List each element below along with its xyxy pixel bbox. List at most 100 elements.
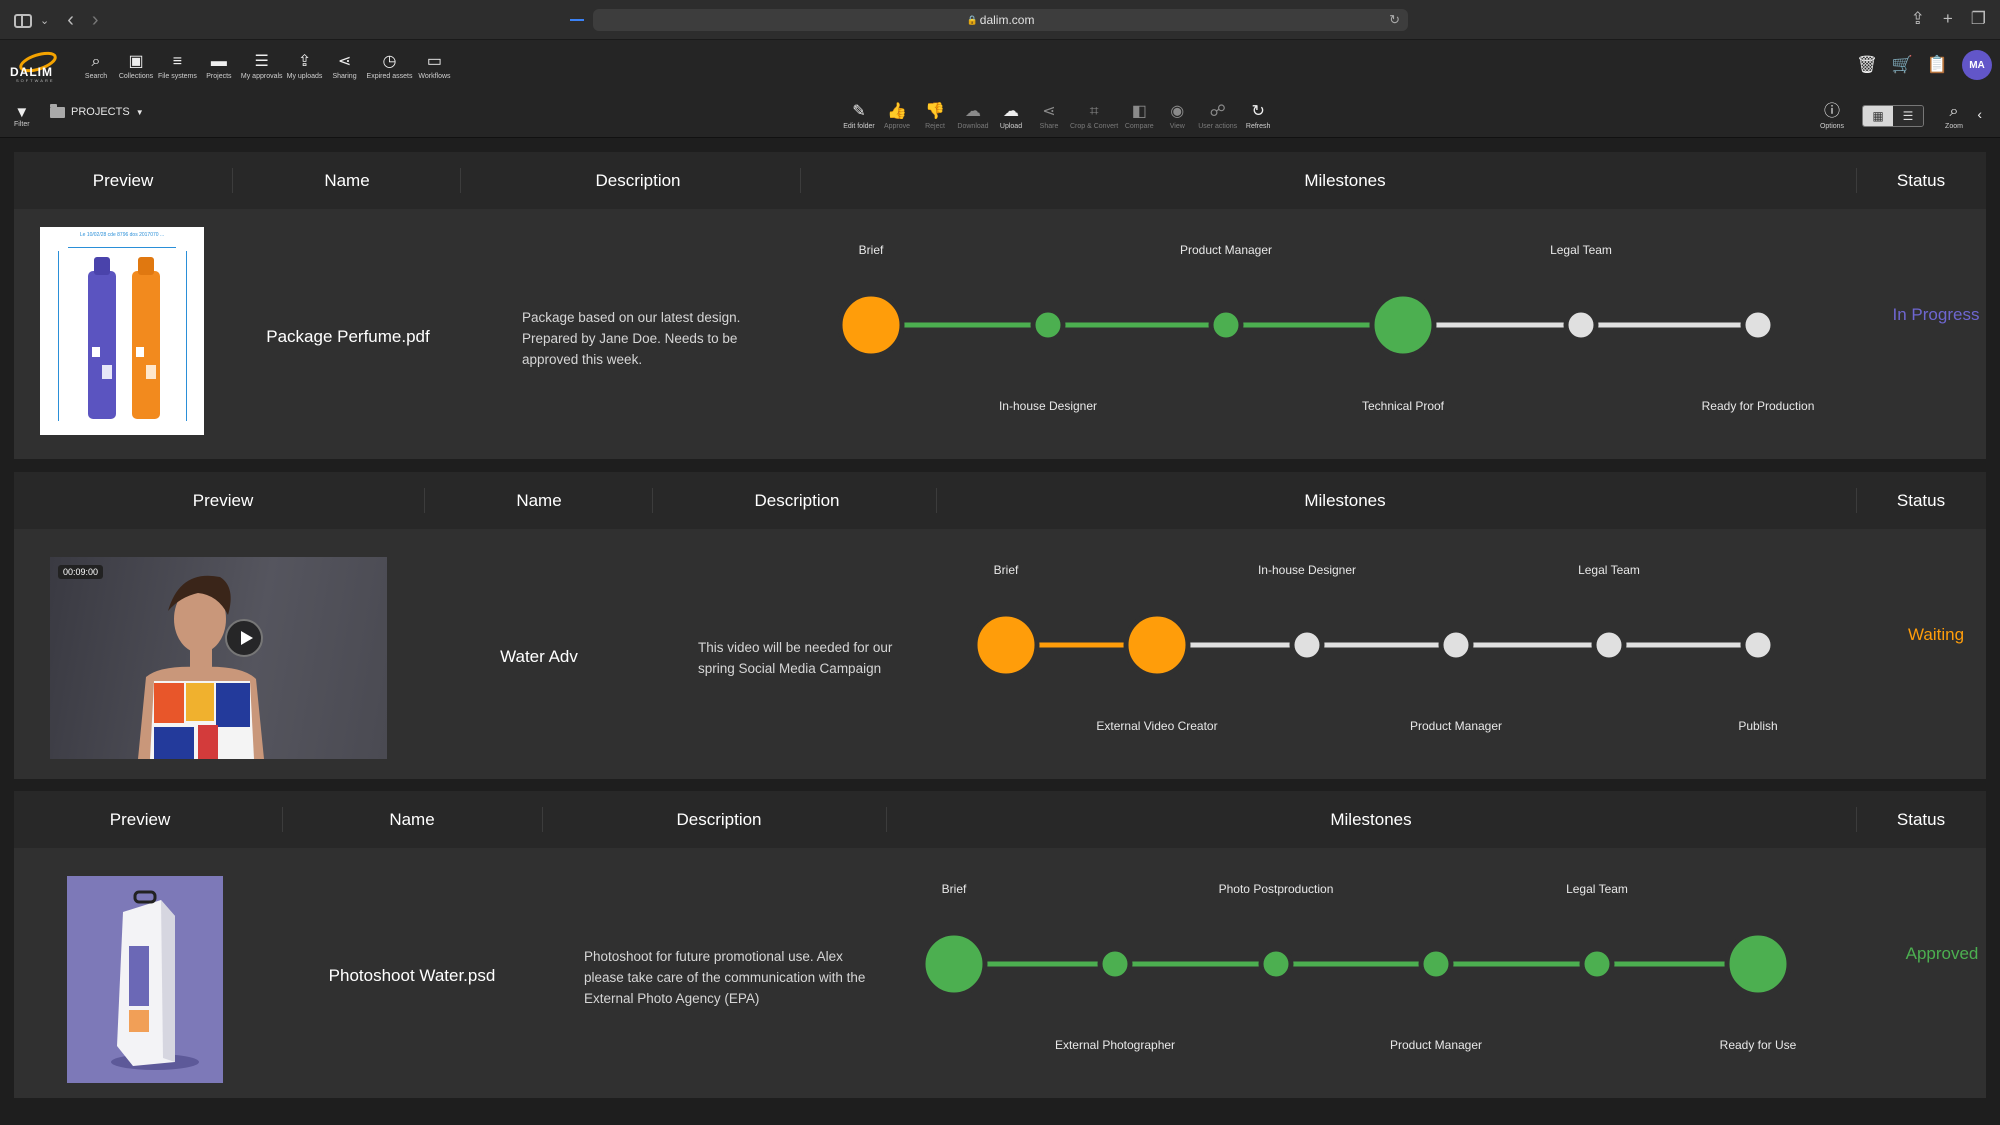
options-button[interactable]: ⓘ Options (1812, 102, 1852, 130)
water-bag-thumbnail[interactable] (67, 876, 223, 1083)
download-button[interactable]: ☁Download (954, 102, 992, 130)
milestone-label: In-house Designer (998, 399, 1098, 413)
reject-button[interactable]: 👎Reject (916, 102, 954, 130)
collapse-panel-icon[interactable]: ‹ (1977, 106, 1982, 122)
chevron-down-icon[interactable]: ⌄ (40, 15, 50, 27)
nav-projects[interactable]: ▬Projects (199, 52, 239, 80)
nav-my-uploads[interactable]: ⇪My uploads (285, 52, 325, 80)
folder-icon (50, 103, 65, 118)
zoom-button[interactable]: ⌕ Zoom (1934, 102, 1974, 130)
back-icon[interactable]: ‹ (67, 9, 74, 31)
milestone-node[interactable] (1123, 611, 1191, 679)
new-tab-icon[interactable]: + (1942, 9, 1953, 28)
milestone-node[interactable] (1591, 627, 1627, 663)
share-button[interactable]: ⋖Share (1030, 102, 1068, 130)
filter-label: Filter (14, 121, 30, 128)
eye-icon: ◉ (1170, 103, 1185, 120)
video-thumbnail[interactable]: 00:09:00 (50, 557, 387, 759)
milestone-node[interactable] (1579, 946, 1615, 982)
reload-icon[interactable]: ↻ (1389, 12, 1400, 27)
milestone-node[interactable] (837, 291, 905, 359)
view-button[interactable]: ◉ View (1158, 102, 1196, 130)
filter-button[interactable]: ▼ Filter (14, 104, 30, 128)
tabs-overview-icon[interactable]: ❐ (1970, 9, 1986, 28)
share-icon[interactable]: ⇪ (1910, 9, 1925, 28)
nav-label: My approvals (240, 73, 283, 80)
milestone-node[interactable] (1563, 307, 1599, 343)
crop-convert-button[interactable]: ⌗Crop & Convert (1068, 102, 1120, 130)
database-icon: ≡ (172, 53, 183, 70)
milestone-node[interactable] (1208, 307, 1244, 343)
project-description: Package based on our latest design. Prep… (522, 310, 741, 367)
edit-folder-button[interactable]: ✎Edit folder (840, 102, 878, 130)
milestone-node[interactable] (920, 930, 988, 998)
milestone-label: Legal Team (1578, 563, 1640, 577)
checklist-icon: ☰ (254, 53, 269, 70)
action-label: Upload (999, 123, 1023, 130)
milestone-node[interactable] (1369, 291, 1437, 359)
clipboard-icon[interactable]: 📋 (1926, 55, 1948, 74)
browser-toolbar: ⌄ ‹ › 🔒 dalim.com ↻ ⇪ + ❐ (0, 0, 2000, 40)
breadcrumb[interactable]: PROJECTS ▼ (50, 103, 144, 118)
upload-button[interactable]: ☁Upload (992, 102, 1030, 130)
view-toggle[interactable]: ▦ ☰ (1862, 105, 1924, 127)
refresh-button[interactable]: ↻Refresh (1239, 102, 1277, 130)
action-label: View (1169, 123, 1185, 130)
action-label: Approve (883, 123, 911, 130)
grid-view-icon[interactable]: ▦ (1863, 106, 1893, 126)
milestone-node[interactable] (1030, 307, 1066, 343)
milestone-node[interactable] (1438, 627, 1474, 663)
sidebar-toggle-icon[interactable] (14, 13, 32, 28)
project-name[interactable]: Water Adv (500, 647, 578, 666)
milestones-header: Milestones (1330, 809, 1412, 829)
milestone-node[interactable] (1724, 930, 1792, 998)
project-card[interactable]: Preview Name Description Milestones Stat… (14, 791, 1986, 1098)
dalim-logo[interactable]: DALIM SOFTWARE (8, 50, 64, 84)
nav-label: Projects (206, 73, 232, 80)
milestone-label: Ready for Use (1719, 1038, 1797, 1052)
milestone-node[interactable] (1740, 627, 1776, 663)
nav-search[interactable]: ⌕Search (76, 52, 116, 80)
milestone-node[interactable] (1097, 946, 1133, 982)
card-body: 00:09:00 Water Adv This video will be ne… (14, 529, 1986, 779)
cart-icon[interactable]: 🛒 (1891, 55, 1913, 74)
milestone-label: Product Manager (1389, 1038, 1483, 1052)
perfume-thumbnail[interactable]: Le 10/02/28 cde 8796 dos 2017070 ... (40, 227, 204, 435)
zoom-label: Zoom (1945, 123, 1963, 130)
status-header: Status (1896, 809, 1946, 829)
list-view-icon[interactable]: ☰ (1893, 106, 1923, 126)
project-card[interactable]: Preview Name Description Milestones Stat… (14, 152, 1986, 459)
project-name[interactable]: Package Perfume.pdf (266, 327, 430, 346)
approve-button[interactable]: 👍Approve (878, 102, 916, 130)
action-label: Share (1039, 123, 1059, 130)
clock-icon: ◷ (382, 53, 397, 70)
avatar[interactable]: MA (1962, 50, 1992, 80)
compare-button[interactable]: ◧Compare (1120, 102, 1158, 130)
url-text: dalim.com (979, 13, 1035, 27)
milestone-node[interactable] (1418, 946, 1454, 982)
nav-sharing[interactable]: ⋖Sharing (325, 52, 365, 80)
trash-icon[interactable]: 🗑 (1856, 55, 1878, 74)
nav-label: Search (84, 73, 108, 80)
forward-icon[interactable]: › (91, 9, 99, 31)
milestone-node[interactable] (972, 611, 1040, 679)
address-bar[interactable]: 🔒 dalim.com ↻ (593, 9, 1408, 31)
action-label: Crop & Convert (1070, 123, 1119, 130)
nav-workflows[interactable]: ▭Workflows (414, 52, 454, 80)
project-card[interactable]: Preview Name Description Milestones Stat… (14, 472, 1986, 779)
play-icon[interactable] (225, 619, 263, 657)
milestone-label: Ready for Production (1701, 399, 1815, 413)
user-actions-button[interactable]: ☍User actions (1196, 102, 1239, 130)
nav-expired-assets[interactable]: ◷Expired assets (365, 52, 415, 80)
preview-header: Preview (192, 490, 254, 510)
milestone-node[interactable] (1258, 946, 1294, 982)
milestone-label: Brief (858, 243, 884, 257)
nav-file-systems[interactable]: ≡File systems (156, 52, 199, 80)
user-actions: 🗑 🛒 📋 MA (1856, 50, 1992, 80)
nav-collections[interactable]: ▣Collections (116, 52, 156, 80)
project-name[interactable]: Photoshoot Water.psd (328, 966, 496, 985)
milestone-node[interactable] (1289, 627, 1325, 663)
nav-my-approvals[interactable]: ☰ My approvals (239, 52, 285, 80)
milestone-node[interactable] (1740, 307, 1776, 343)
action-label: Refresh (1245, 123, 1271, 130)
